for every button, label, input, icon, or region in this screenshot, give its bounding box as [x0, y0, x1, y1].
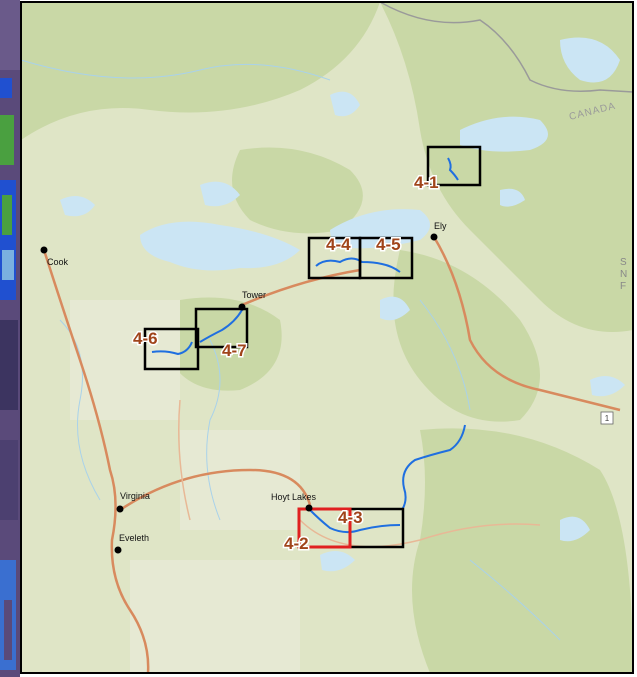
- town-marker: [305, 504, 313, 512]
- study-area-boxes: [143, 145, 482, 549]
- study-area-box: [426, 145, 482, 187]
- study-area-label-4-7: 4-7: [222, 341, 247, 360]
- study-area-label-4-2: 4-2: [284, 534, 309, 553]
- town-label-hoyt-lakes: Hoyt Lakes: [271, 492, 317, 502]
- international-border: [379, 1, 634, 93]
- town-label-tower: Tower: [242, 290, 266, 300]
- study-area-label-4-5: 4-5: [376, 235, 401, 254]
- study-area-box: [194, 307, 249, 349]
- edge-label-1: S: [620, 257, 627, 268]
- land-parcels: [70, 300, 300, 673]
- edge-label-3: F: [620, 281, 626, 292]
- study-area-label-4-1: 4-1: [414, 173, 439, 192]
- study-area-box-highlighted: [297, 507, 352, 549]
- town-markers: [40, 233, 438, 554]
- town-marker: [430, 233, 438, 241]
- town-label-ely: Ely: [434, 221, 447, 231]
- highway-shield: 1: [600, 411, 614, 425]
- town-label-cook: Cook: [47, 257, 69, 267]
- svg-text:1: 1: [605, 414, 610, 423]
- edge-label-2: N: [620, 269, 627, 280]
- map-frame: [20, 1, 634, 674]
- study-area-label-4-4: 4-4: [326, 235, 351, 254]
- left-adjacent-panel: [0, 0, 20, 677]
- town-marker: [116, 505, 124, 513]
- study-area-label-4-6: 4-6: [133, 329, 158, 348]
- town-label-virginia: Virginia: [120, 491, 150, 501]
- forest-areas: [21, 2, 633, 673]
- roads: [42, 236, 621, 674]
- study-area-box: [143, 327, 200, 371]
- study-streams: [151, 157, 466, 534]
- town-marker: [238, 303, 246, 311]
- town-label-eveleth: Eveleth: [119, 533, 149, 543]
- secondary-roads: [178, 399, 541, 548]
- town-marker: [114, 546, 122, 554]
- town-marker: [40, 246, 48, 254]
- study-area-label-4-3: 4-3: [338, 508, 363, 527]
- study-area-box: [358, 236, 414, 280]
- minor-streams: [20, 59, 561, 641]
